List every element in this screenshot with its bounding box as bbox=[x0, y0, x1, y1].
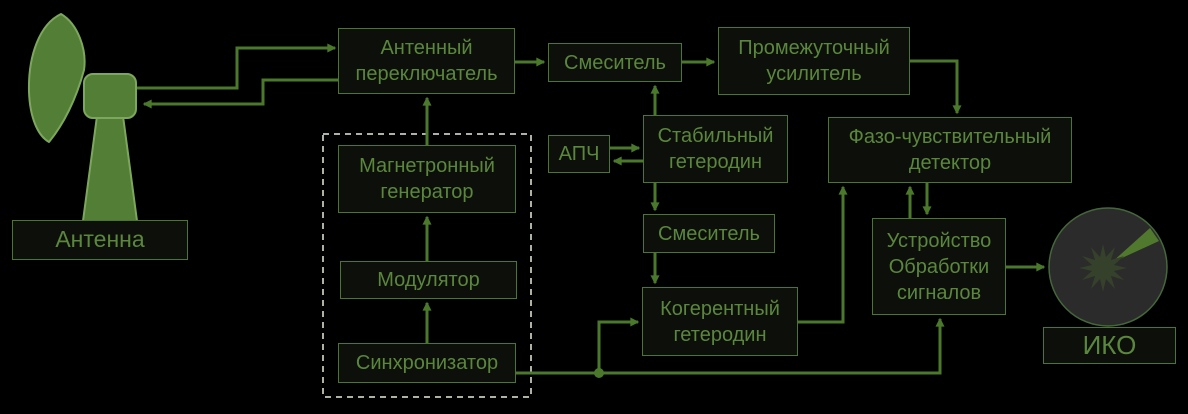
block-antenna-label: Антенна bbox=[12, 220, 188, 260]
antenna-hub bbox=[83, 73, 137, 119]
wire-sync-to-processor bbox=[516, 317, 945, 375]
block-label: Устройство Обработки сигналов bbox=[886, 229, 992, 304]
block-label: Модулятор bbox=[377, 269, 480, 291]
block-label: Синхронизатор bbox=[355, 352, 499, 374]
antenna-icon bbox=[27, 13, 138, 222]
block-phase-detector: Фазо-чувствительный детектор bbox=[828, 117, 1072, 183]
block-magnetron: Магнетронный генератор bbox=[338, 145, 516, 213]
wire-switch-to-antenna bbox=[142, 78, 338, 109]
block-coherent-lo: Когерентный гетеродин bbox=[642, 287, 798, 356]
antenna-dish bbox=[27, 13, 86, 143]
block-iko-label: ИКО bbox=[1043, 327, 1176, 364]
wire-antenna-to-switch bbox=[137, 43, 337, 90]
block-if-amplifier: Промежуточный усилитель bbox=[718, 27, 910, 95]
block-label: Магнетронный генератор bbox=[359, 155, 495, 203]
antenna-pedestal bbox=[82, 115, 138, 222]
block-mixer-1: Смеситель bbox=[548, 43, 682, 82]
block-label: Стабильный гетеродин bbox=[657, 125, 774, 173]
connector-lines bbox=[137, 43, 1046, 375]
block-label: Антенна bbox=[55, 226, 145, 253]
block-label: Когерентный гетеродин bbox=[660, 297, 780, 346]
scope-target-blip bbox=[1079, 244, 1127, 292]
scope-sweep-beam bbox=[1111, 228, 1159, 263]
block-stable-lo: Стабильный гетеродин bbox=[643, 115, 788, 183]
block-label: ИКО bbox=[1082, 329, 1137, 360]
wire-sync-to-coherentlo bbox=[597, 317, 640, 373]
wire-coherentlo-to-detector bbox=[798, 185, 848, 324]
block-mixer-2: Смеситель bbox=[643, 214, 775, 253]
wire-ifamp-to-detector bbox=[910, 59, 962, 115]
block-label: Фазо-чувствительный детектор bbox=[848, 126, 1052, 174]
block-label: Смеситель bbox=[564, 51, 666, 74]
block-synchronizer: Синхронизатор bbox=[338, 343, 516, 383]
block-antenna-switch: Антенный переключатель bbox=[338, 28, 515, 94]
block-label: АПЧ bbox=[558, 143, 600, 165]
junction-dot bbox=[594, 368, 604, 378]
ppi-scope-icon bbox=[1048, 207, 1168, 327]
block-label: Промежуточный усилитель bbox=[738, 37, 890, 85]
block-label: Антенный переключатель bbox=[355, 37, 498, 85]
block-label: Смеситель bbox=[658, 222, 760, 245]
block-modulator: Модулятор bbox=[340, 261, 517, 299]
block-afc: АПЧ bbox=[548, 135, 610, 173]
block-signal-processor: Устройство Обработки сигналов bbox=[872, 218, 1006, 315]
